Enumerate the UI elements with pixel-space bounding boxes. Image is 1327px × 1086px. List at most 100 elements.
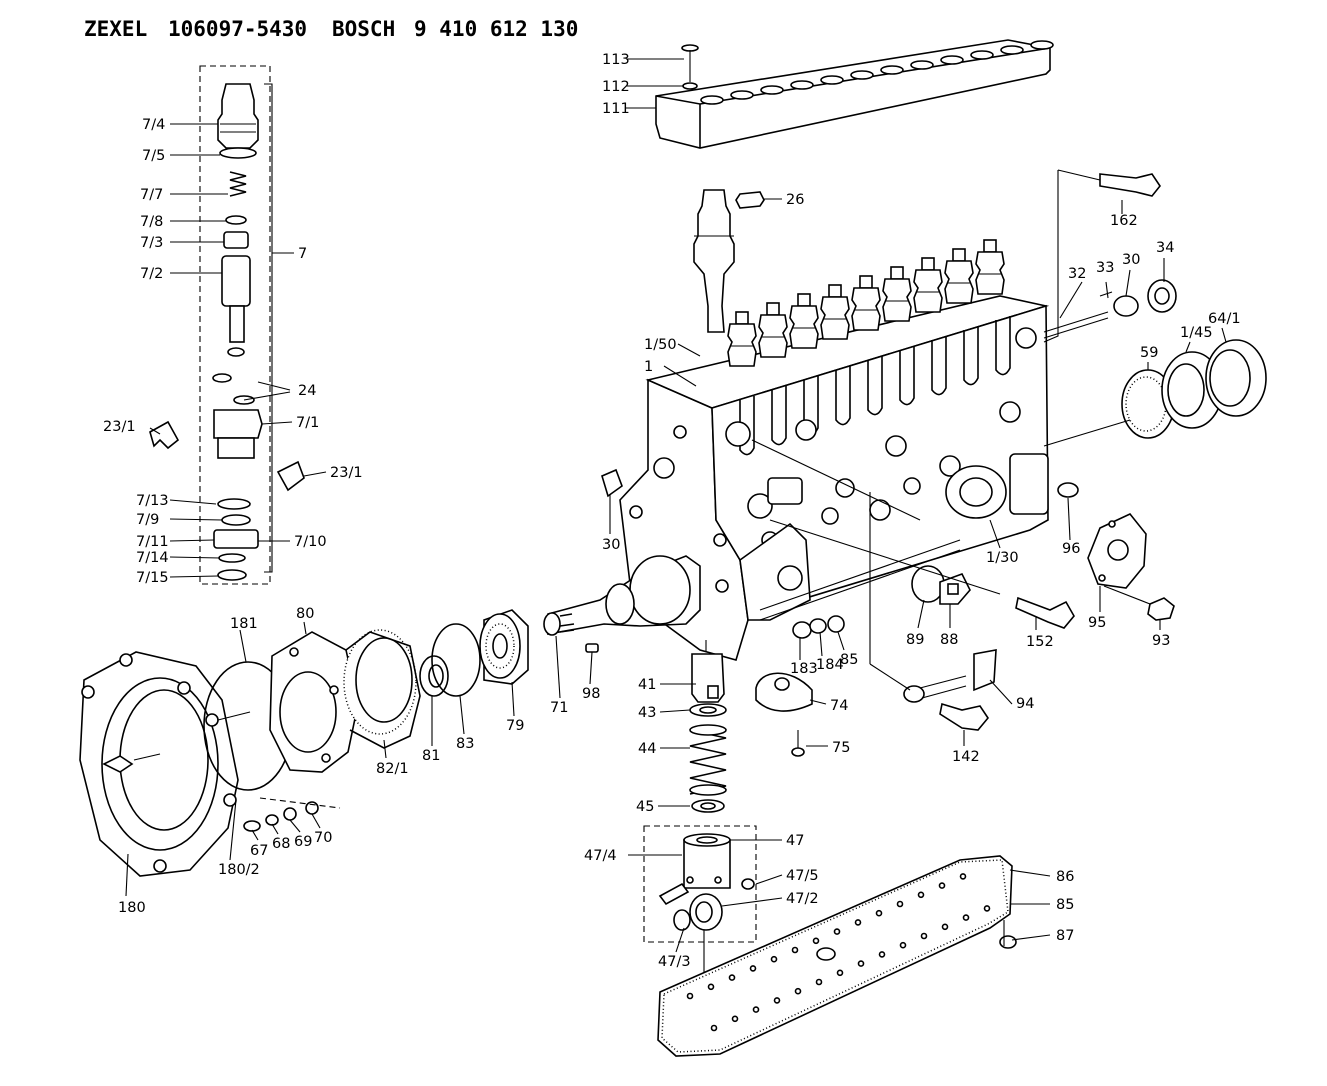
right-bearings-drawing — [1043, 169, 1267, 447]
leader-line — [809, 699, 827, 705]
part-labels: 113 112 111 7/4 7/5 7/7 7/8 7/3 7/2 7 24… — [103, 52, 1241, 970]
cover-hole — [940, 55, 964, 65]
label-89: 89 — [906, 632, 924, 648]
plate-hole — [833, 928, 841, 935]
delivery-valve-assembly-drawing — [149, 65, 305, 585]
leader-line — [511, 681, 515, 717]
holder-body — [758, 314, 788, 358]
leader-line — [721, 897, 783, 907]
plate-hole — [917, 891, 925, 899]
label-86: 86 — [1056, 869, 1074, 885]
leader-line — [677, 343, 701, 357]
leader-line — [1125, 269, 1131, 297]
label-32: 32 — [1068, 266, 1086, 282]
plate-hole — [794, 987, 802, 995]
cover-hole — [760, 85, 784, 95]
leader-line — [243, 391, 291, 401]
leader-line — [755, 874, 783, 885]
leader-line — [169, 575, 219, 578]
holder-body — [913, 269, 943, 313]
holder-tip — [735, 311, 749, 325]
plate-hole — [731, 1015, 739, 1023]
leader-line — [1221, 327, 1227, 343]
leader-line — [383, 739, 387, 759]
label-44: 44 — [638, 741, 656, 757]
label-96: 96 — [1062, 541, 1080, 557]
label-1-45: 1/45 — [1180, 325, 1213, 341]
label-47-2: 47/2 — [786, 891, 819, 907]
leader-line — [837, 631, 845, 651]
leader-line — [675, 927, 685, 953]
cover-hole — [1030, 40, 1054, 50]
label-23-1-right: 23/1 — [330, 465, 363, 481]
cover-hole — [700, 95, 724, 105]
label-184: 184 — [816, 657, 844, 673]
plate-hole — [773, 997, 781, 1004]
leader-line — [229, 799, 237, 861]
label-94: 94 — [1016, 696, 1034, 712]
label-180-2: 180/2 — [218, 862, 260, 878]
label-7: 7 — [298, 246, 307, 262]
label-93: 93 — [1152, 633, 1170, 649]
plate-hole — [728, 974, 736, 981]
label-85-bottom: 85 — [1056, 897, 1074, 913]
leader-line — [1059, 281, 1083, 319]
label-81: 81 — [422, 748, 440, 764]
label-7-3: 7/3 — [140, 235, 163, 251]
label-47: 47 — [786, 833, 804, 849]
leader-line — [271, 823, 279, 835]
leader-lines — [125, 58, 1227, 953]
label-111: 111 — [602, 101, 630, 117]
leader-line — [303, 621, 307, 635]
cover-hole — [850, 70, 874, 80]
label-113: 113 — [602, 52, 630, 68]
plate-hole — [752, 1006, 760, 1013]
label-7-8: 7/8 — [140, 214, 163, 230]
plate-hole — [686, 992, 694, 1000]
holder-body — [820, 296, 850, 340]
holder-tip — [921, 257, 935, 271]
label-30-left: 30 — [602, 537, 620, 553]
label-69: 69 — [294, 834, 312, 850]
leader-line — [125, 853, 129, 897]
cover-hole — [910, 60, 934, 70]
cover-hole — [1000, 45, 1024, 55]
label-7-5: 7/5 — [142, 148, 165, 164]
label-75: 75 — [832, 740, 850, 756]
label-142: 142 — [952, 749, 980, 765]
header-maker-bosch: BOSCH — [332, 17, 395, 41]
leader-line — [819, 631, 823, 657]
label-67: 67 — [250, 843, 268, 859]
plate-hole — [815, 978, 823, 986]
label-112: 112 — [602, 79, 630, 95]
header-maker-zexel: ZEXEL — [84, 17, 147, 41]
label-7-9: 7/9 — [136, 512, 159, 528]
plate-hole — [812, 937, 820, 945]
housing-rib — [835, 366, 851, 426]
label-183: 183 — [790, 661, 818, 677]
label-181: 181 — [230, 616, 258, 632]
label-47-3: 47/3 — [658, 954, 691, 970]
leader-line — [303, 471, 327, 477]
header-zexel-number: 106097-5430 — [168, 17, 307, 41]
cover-hole — [730, 90, 754, 100]
leader-line — [149, 427, 161, 435]
holder-tip — [766, 302, 780, 316]
label-45: 45 — [636, 799, 654, 815]
cover-hole — [790, 80, 814, 90]
housing-rib — [963, 326, 979, 386]
delivery-valve-holders-drawing — [727, 239, 1005, 367]
bottom-plate-drawing — [657, 855, 1017, 1057]
plate-hole — [857, 960, 865, 967]
flange-95-drawing — [1057, 482, 1175, 621]
label-64-1: 64/1 — [1208, 311, 1241, 327]
leader-line — [1067, 497, 1071, 541]
leader-line — [311, 813, 321, 829]
leader-line — [251, 829, 259, 841]
holder-tip — [890, 266, 904, 280]
housing-rib — [899, 346, 915, 406]
holder-tip — [797, 293, 811, 307]
label-80: 80 — [296, 606, 314, 622]
label-7-11: 7/11 — [136, 534, 169, 550]
label-47-4: 47/4 — [584, 848, 617, 864]
